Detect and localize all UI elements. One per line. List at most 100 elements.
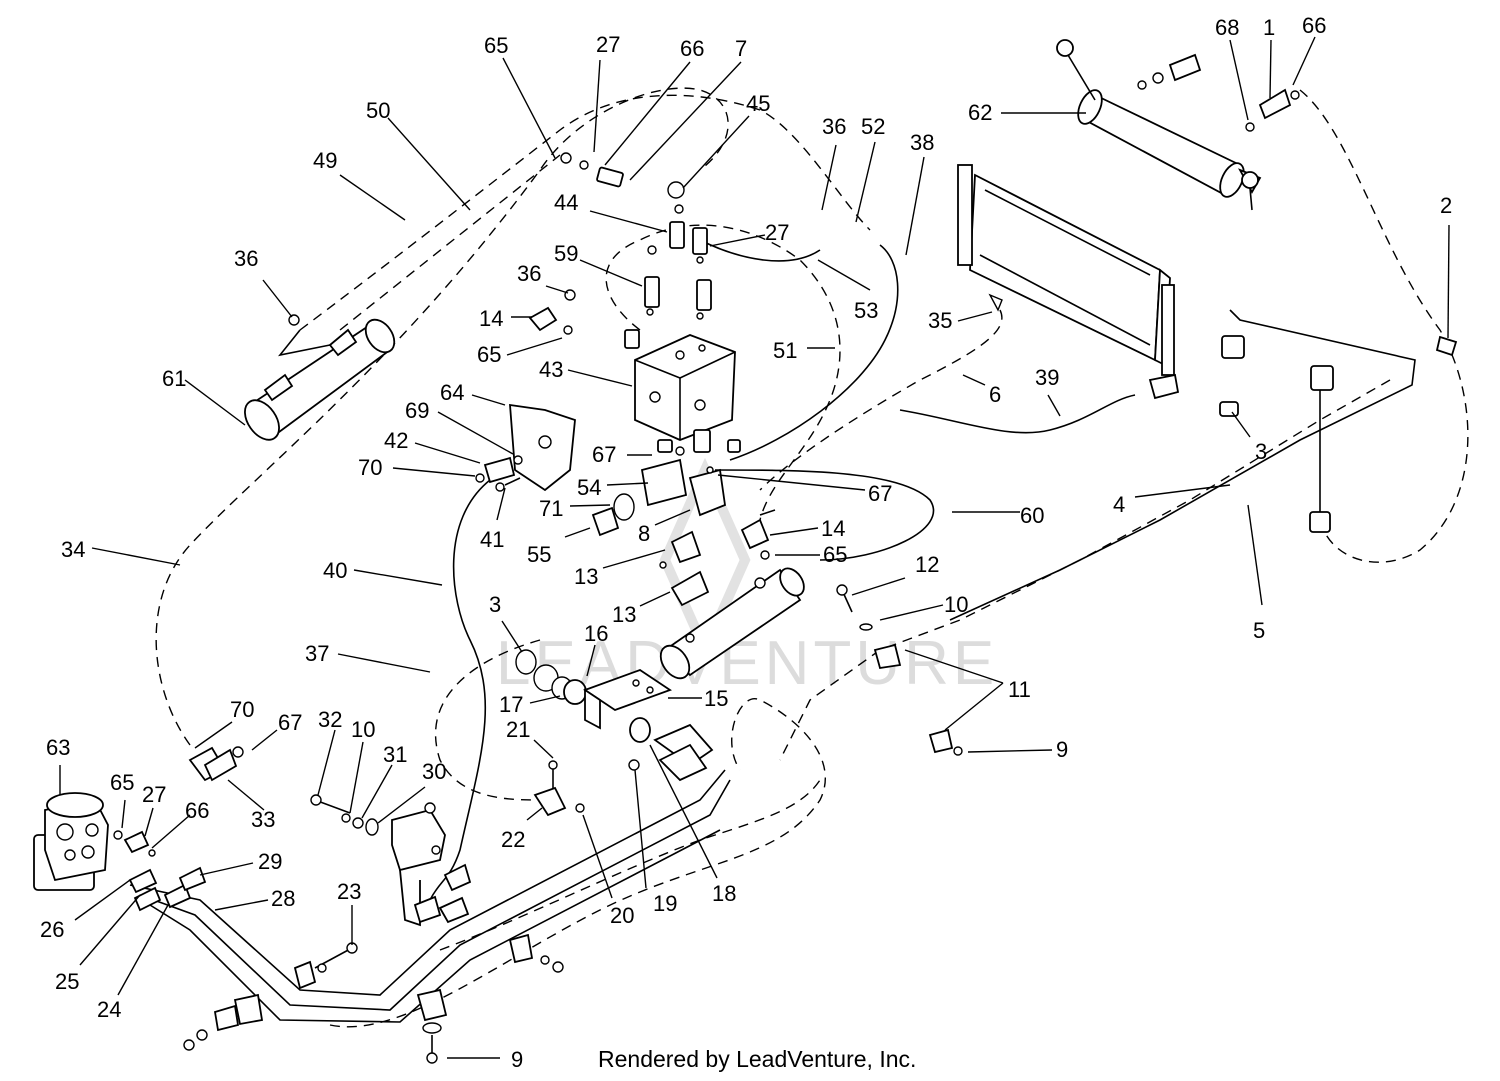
callout-17: 17 <box>499 692 523 717</box>
callout-12: 12 <box>915 552 939 577</box>
hose-34 <box>155 87 729 746</box>
tube-front-a <box>129 769 726 996</box>
callout-63: 63 <box>46 735 70 760</box>
hose-6 <box>759 309 1003 491</box>
callout-53: 53 <box>854 298 878 323</box>
callout-2: 2 <box>1440 193 1452 218</box>
hose-60 <box>714 469 935 561</box>
callout-22: 22 <box>501 827 525 852</box>
callout-labels: 65 27 66 7 45 50 49 44 27 36 52 38 68 1 … <box>40 13 1452 1072</box>
cylinder-61 <box>244 314 396 441</box>
callout-67: 67 <box>592 442 616 467</box>
callout-69: 69 <box>405 398 429 423</box>
steering-unit-63 <box>33 792 109 891</box>
callout-28: 28 <box>271 886 295 911</box>
callout-13-b: 13 <box>612 602 636 627</box>
callout-60: 60 <box>1020 503 1044 528</box>
callout-30: 30 <box>422 759 446 784</box>
hose-40 <box>429 479 491 901</box>
tube-front-c <box>149 829 721 1023</box>
callout-31: 31 <box>383 742 407 767</box>
callout-7: 7 <box>735 36 747 61</box>
callout-29: 29 <box>258 849 282 874</box>
callout-70-b: 70 <box>230 697 254 722</box>
callout-34: 34 <box>61 537 85 562</box>
callout-55: 55 <box>527 542 551 567</box>
callout-11: 11 <box>1008 677 1031 702</box>
callout-8: 8 <box>638 521 650 546</box>
callout-15: 15 <box>704 686 728 711</box>
cylinder-62 <box>1056 39 1300 211</box>
clamp-11 <box>836 584 963 756</box>
callout-36-b: 36 <box>234 246 258 271</box>
callout-27: 27 <box>596 32 620 57</box>
callout-41: 41 <box>480 527 504 552</box>
callout-51: 51 <box>773 338 797 363</box>
callout-32: 32 <box>318 707 342 732</box>
callout-10-b: 10 <box>351 717 375 742</box>
callout-49: 49 <box>313 148 337 173</box>
callout-16: 16 <box>584 621 608 646</box>
callout-9-b: 9 <box>511 1047 523 1072</box>
callout-50: 50 <box>366 98 390 123</box>
callout-68: 68 <box>1215 15 1239 40</box>
hose-51 <box>605 224 841 521</box>
callout-27-b: 27 <box>765 220 789 245</box>
tube-5 <box>779 379 1391 761</box>
steering-fittings <box>113 830 207 912</box>
hose-49 <box>339 154 561 331</box>
callout-20: 20 <box>610 903 634 928</box>
callout-39: 39 <box>1035 365 1059 390</box>
callout-4: 4 <box>1113 492 1125 517</box>
cylinder-14-mid <box>659 509 805 680</box>
callout-21: 21 <box>506 717 530 742</box>
callout-40: 40 <box>323 558 347 583</box>
callout-37: 37 <box>305 641 329 666</box>
hose-37 <box>434 639 541 801</box>
callout-67-b: 67 <box>868 481 892 506</box>
callout-54: 54 <box>577 475 601 500</box>
tube-nuts <box>1219 335 1458 533</box>
callout-52: 52 <box>861 114 885 139</box>
callout-36: 36 <box>822 114 846 139</box>
callout-14-b: 14 <box>821 516 845 541</box>
callout-23: 23 <box>337 879 361 904</box>
oil-cooler <box>957 164 1180 400</box>
bracket-64 <box>475 403 576 492</box>
callout-59: 59 <box>554 241 578 266</box>
callout-13: 13 <box>574 564 598 589</box>
callout-19: 19 <box>653 891 677 916</box>
tube-front-b <box>139 779 731 1011</box>
callout-38: 38 <box>910 130 934 155</box>
callout-66: 66 <box>680 36 704 61</box>
valve-block-43 <box>634 334 736 441</box>
callout-65-c: 65 <box>823 542 847 567</box>
callout-61: 61 <box>162 366 186 391</box>
hose-53 <box>699 239 821 262</box>
callout-5: 5 <box>1253 618 1265 643</box>
hose-2 <box>1299 89 1469 563</box>
callout-44: 44 <box>554 190 578 215</box>
callout-35: 35 <box>928 308 952 333</box>
callout-10: 10 <box>944 592 968 617</box>
callout-65-b: 65 <box>477 342 501 367</box>
callout-64: 64 <box>440 380 464 405</box>
callout-27-c: 27 <box>142 782 166 807</box>
callout-66-c: 66 <box>185 798 209 823</box>
tube-4 <box>949 309 1416 621</box>
callout-6: 6 <box>989 382 1001 407</box>
callout-67-c: 67 <box>278 710 302 735</box>
hose-lines <box>129 87 1469 1028</box>
callout-65: 65 <box>484 33 508 58</box>
callout-24: 24 <box>97 997 121 1022</box>
callout-36-c: 36 <box>517 261 541 286</box>
callout-66-b: 66 <box>1302 13 1326 38</box>
leader-lines <box>59 36 1450 1059</box>
callout-26: 26 <box>40 917 64 942</box>
callout-14: 14 <box>479 306 503 331</box>
hose-5-lower <box>439 779 821 951</box>
fitting-33 <box>188 746 244 782</box>
callout-33: 33 <box>251 807 275 832</box>
callout-9: 9 <box>1056 737 1068 762</box>
callout-3: 3 <box>1255 439 1267 464</box>
